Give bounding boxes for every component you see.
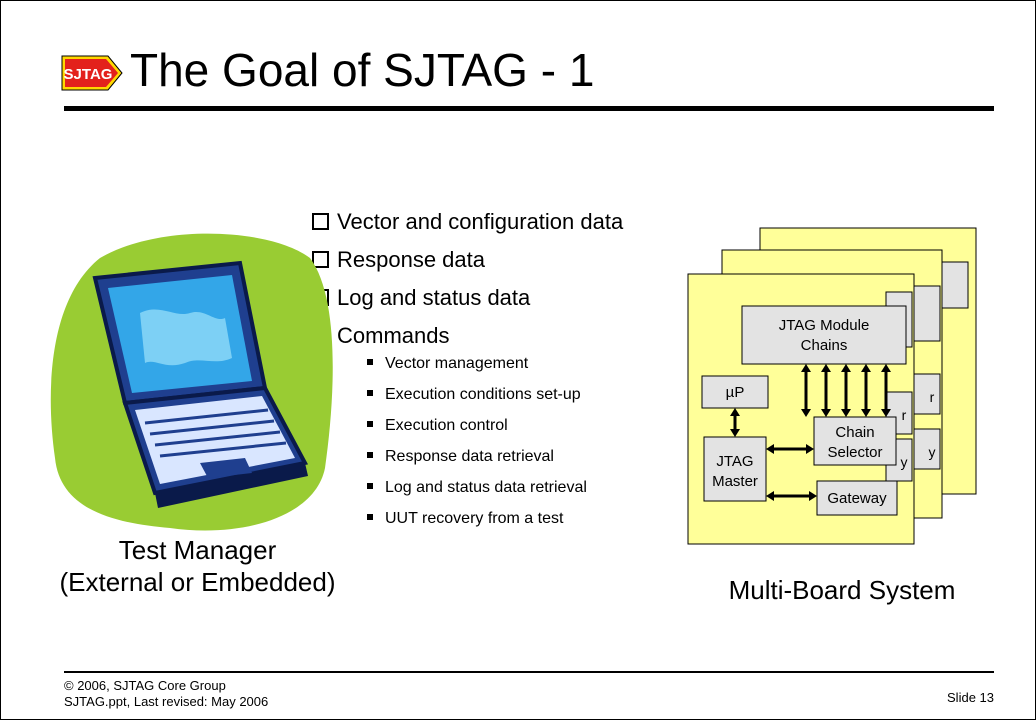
bullet-list: Vector and configuration data Response d… [312, 203, 623, 355]
bullet-text: Log and status data [337, 285, 531, 310]
peek-label: r [902, 407, 907, 423]
bullet-item: Vector and configuration data [312, 203, 623, 241]
laptop-clipart [50, 233, 333, 531]
jtag-module-box [741, 305, 907, 365]
slide-title: The Goal of SJTAG - 1 [130, 44, 595, 96]
square-bullet-icon [367, 421, 373, 427]
gateway-label: Gateway [827, 490, 887, 507]
sub-bullet-item: Log and status data retrieval [367, 472, 587, 503]
footer-file-info: SJTAG.ppt, Last revised: May 2006 [64, 694, 269, 709]
slide-number: Slide 13 [947, 690, 994, 705]
square-bullet-icon [367, 452, 373, 458]
sub-bullet-item: Response data retrieval [367, 441, 587, 472]
jtag-module-label: JTAG Module [779, 317, 870, 334]
bullet-text: Commands [337, 323, 450, 348]
gateway-box [816, 480, 898, 516]
microprocessor-label: µP [726, 384, 745, 401]
square-bullet-icon [367, 514, 373, 520]
chain-selector-label: Chain [835, 424, 874, 441]
footer-copyright: © 2006, SJTAG Core Group [64, 678, 226, 693]
bullet-text: Vector and configuration data [337, 209, 624, 234]
chain-selector-label: Selector [827, 444, 882, 461]
bullet-text: Response data [337, 247, 485, 272]
connection-arrows [733, 370, 888, 498]
sub-bullet-text: Vector management [385, 355, 529, 372]
peek-label: y [929, 444, 936, 460]
bullet-item: Log and status data [312, 279, 623, 317]
sub-bullet-item: Execution conditions set-up [367, 379, 587, 410]
bullet-item: Response data [312, 241, 623, 279]
square-bullet-icon [367, 390, 373, 396]
sjtag-logo: SJTAG [61, 55, 123, 91]
sub-bullet-text: Response data retrieval [385, 448, 554, 465]
jtag-module-label: Chains [801, 337, 848, 354]
sub-bullet-item: Vector management [367, 348, 587, 379]
jtag-master-label: JTAG [716, 453, 753, 470]
checkbox-bullet-icon [312, 213, 329, 230]
test-manager-subcaption: (External or Embedded) [59, 567, 336, 597]
jtag-master-label: Master [712, 473, 758, 490]
peek-label: r [930, 389, 935, 405]
logo-text: SJTAG [64, 66, 113, 83]
sub-bullet-list: Vector management Execution conditions s… [367, 348, 587, 534]
test-manager-caption: Test Manager [118, 535, 277, 565]
square-bullet-icon [367, 483, 373, 489]
footer-info: © 2006, SJTAG Core Group SJTAG.ppt, Last… [64, 678, 268, 710]
sub-bullet-item: Execution control [367, 410, 587, 441]
microprocessor-box [701, 375, 769, 409]
peek-label: y [901, 454, 908, 470]
multi-board-diagram: r y r y JTAG Module Chains µP JTAG Maste… [687, 227, 977, 545]
sub-bullet-text: Execution control [385, 417, 508, 434]
sub-bullet-text: Log and status data retrieval [385, 479, 587, 496]
sub-bullet-text: Execution conditions set-up [385, 386, 581, 403]
sub-bullet-text: UUT recovery from a test [385, 510, 564, 527]
checkbox-bullet-icon [312, 251, 329, 268]
sub-bullet-item: UUT recovery from a test [367, 503, 587, 534]
multi-board-caption: Multi-Board System [728, 575, 956, 605]
square-bullet-icon [367, 359, 373, 365]
chain-selector-box [813, 416, 897, 466]
footer-divider [64, 671, 994, 673]
title-divider [64, 106, 994, 111]
jtag-master-box [703, 436, 767, 502]
board-front: r y JTAG Module Chains µP JTAG Master Ch… [687, 273, 915, 545]
